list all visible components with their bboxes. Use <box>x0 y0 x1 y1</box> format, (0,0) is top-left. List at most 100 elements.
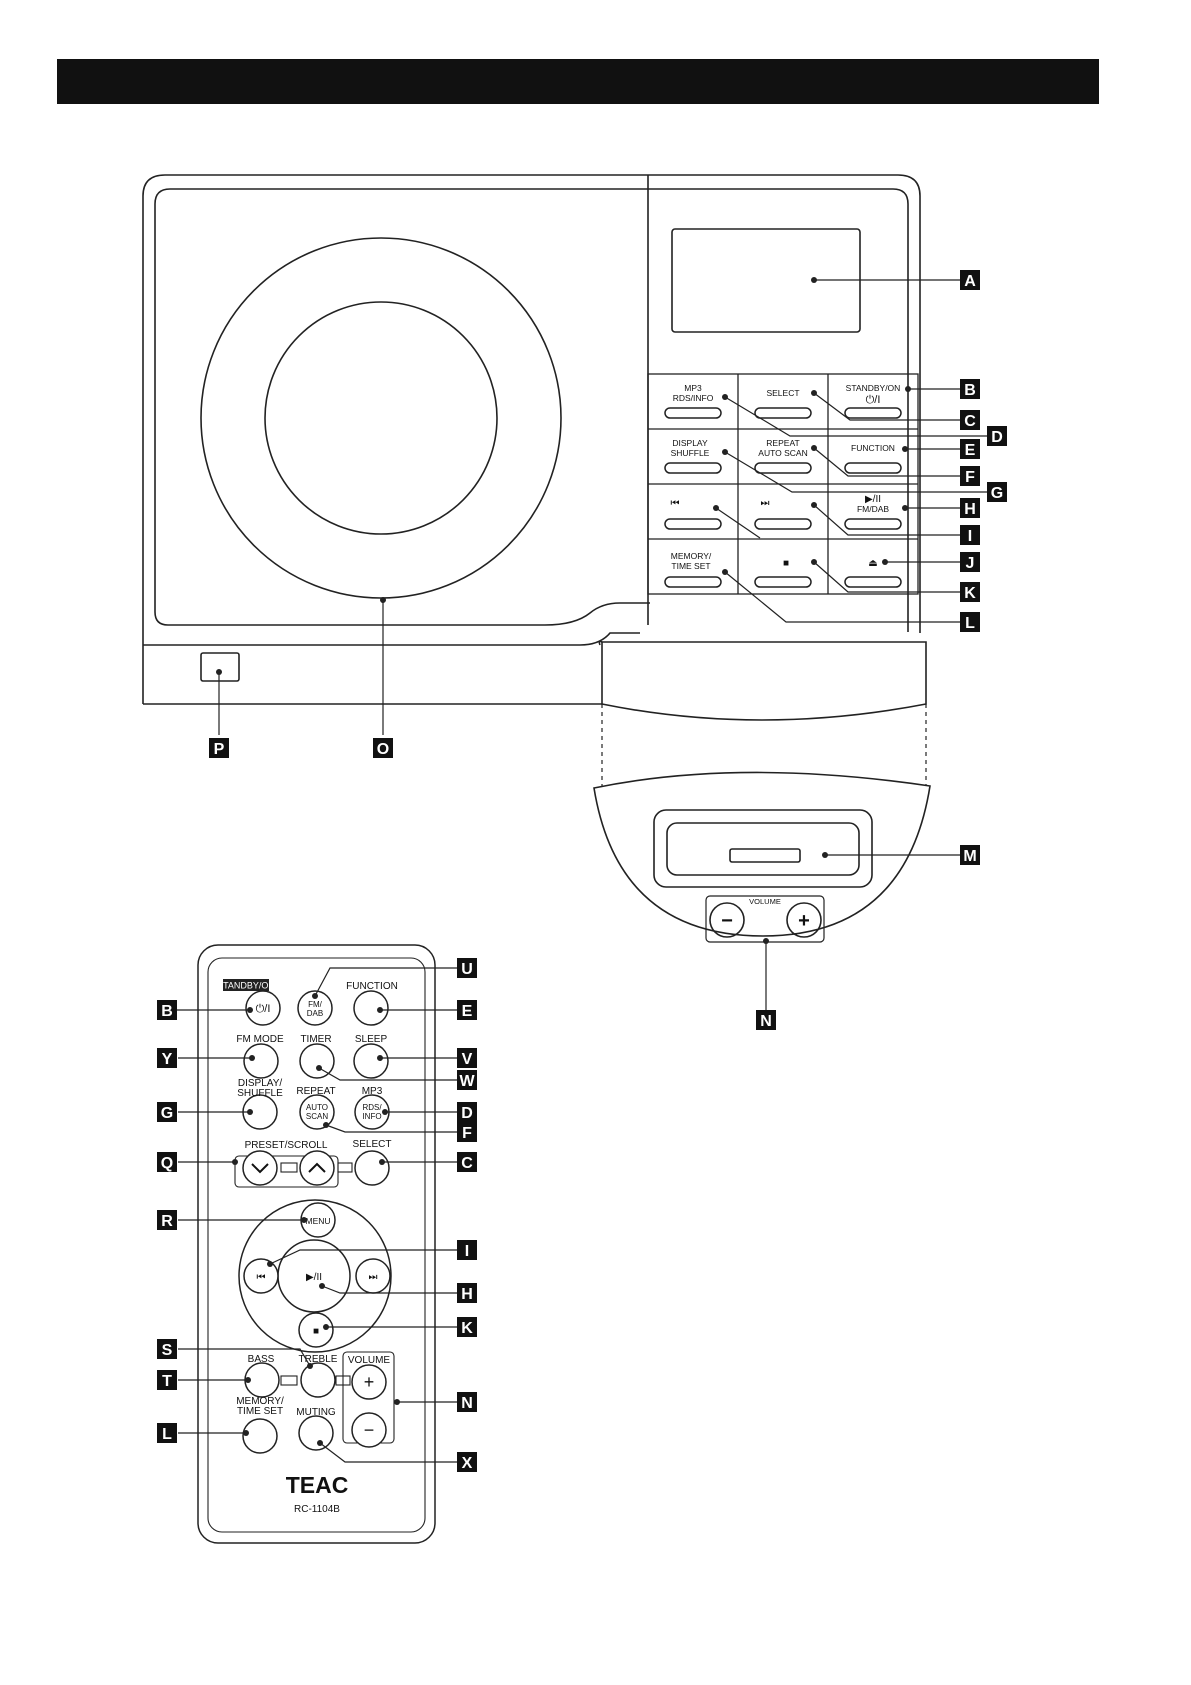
remote-memory-time-set-button[interactable] <box>242 1418 278 1454</box>
remote-muting-label: MUTING <box>296 1407 336 1418</box>
callout-y: Y <box>157 1048 177 1068</box>
remote-vol-plus-button[interactable] <box>351 1364 387 1400</box>
svg-text:SHUFFLE: SHUFFLE <box>671 448 710 458</box>
dock-minus-icon: − <box>721 910 733 932</box>
dock-volume-plus-button[interactable] <box>786 902 822 938</box>
callout-i-remote: I <box>457 1240 477 1260</box>
remote-muting-button[interactable] <box>298 1415 334 1451</box>
remote-prev-button[interactable] <box>243 1258 279 1294</box>
callout-v: V <box>457 1048 477 1068</box>
callout-k: K <box>960 582 980 602</box>
disc-outer-ring <box>200 237 562 599</box>
stop-button[interactable] <box>754 576 812 588</box>
standby-on-button[interactable] <box>844 407 902 419</box>
function-button[interactable] <box>844 462 902 474</box>
remote-power-icon: ⏻/I <box>256 1003 271 1015</box>
eject-icon: ⏏ <box>868 558 877 569</box>
svg-text:I: I <box>465 1243 469 1260</box>
callout-g-remote: G <box>157 1102 177 1122</box>
svg-text:Q: Q <box>161 1155 173 1172</box>
remote-select-button[interactable] <box>354 1150 390 1186</box>
svg-text:F: F <box>965 469 975 486</box>
remote-vol-minus-button[interactable] <box>351 1412 387 1448</box>
callout-g: G <box>987 482 1007 502</box>
function-label: FUNCTION <box>851 443 895 453</box>
callout-e: E <box>960 439 980 459</box>
callout-w: W <box>457 1070 477 1090</box>
svg-text:K: K <box>461 1320 473 1337</box>
svg-text:N: N <box>461 1395 473 1412</box>
svg-text:SCAN: SCAN <box>306 1112 328 1121</box>
svg-text:B: B <box>161 1003 173 1020</box>
callout-k-remote: K <box>457 1317 477 1337</box>
remote-stop-icon: ■ <box>313 1326 319 1337</box>
svg-text:B: B <box>964 382 976 399</box>
repeat-auto-scan-button[interactable] <box>754 462 812 474</box>
dock-volume-minus-button[interactable] <box>709 902 745 938</box>
mp3-rds-info-label: MP3 <box>684 383 702 393</box>
svg-text:D: D <box>991 429 1003 446</box>
display-shuffle-button[interactable] <box>664 462 722 474</box>
unit-outer-outline <box>142 174 921 704</box>
remote-sleep-button[interactable] <box>353 1043 389 1079</box>
callout-l-remote: L <box>157 1423 177 1443</box>
next-button[interactable] <box>754 518 812 530</box>
dock-plus-icon: + <box>798 910 810 932</box>
svg-text:DAB: DAB <box>307 1009 323 1018</box>
mp3-rds-info-button[interactable] <box>664 407 722 419</box>
callout-r: R <box>157 1210 177 1230</box>
standby-on-badge <box>223 979 269 991</box>
ir-sensor <box>200 652 240 682</box>
dock-base <box>593 771 931 937</box>
dock-connector[interactable] <box>729 848 801 863</box>
remote-treble-button[interactable] <box>300 1362 336 1398</box>
svg-text:RDS/: RDS/ <box>362 1103 382 1112</box>
remote-fm-mode-button[interactable] <box>243 1043 279 1079</box>
svg-text:F: F <box>462 1125 472 1142</box>
callout-c-remote: C <box>457 1152 477 1172</box>
header-bar <box>57 59 1099 104</box>
svg-text:AUTO SCAN: AUTO SCAN <box>758 448 807 458</box>
leader-lines <box>177 279 987 1463</box>
svg-text:RDS/INFO: RDS/INFO <box>673 393 714 403</box>
memory-time-set-button[interactable] <box>664 576 722 588</box>
dock-cradle-outer <box>653 809 873 888</box>
eject-button[interactable] <box>844 576 902 588</box>
svg-text:A: A <box>964 273 976 290</box>
svg-text:E: E <box>462 1003 473 1020</box>
remote-stop-button[interactable] <box>298 1312 334 1348</box>
callout-n-remote: N <box>457 1392 477 1412</box>
play-fm-dab-button[interactable] <box>844 518 902 530</box>
memory-time-set-label: MEMORY/ <box>671 551 712 561</box>
callout-b: B <box>960 379 980 399</box>
svg-text:FM/DAB: FM/DAB <box>857 504 889 514</box>
callout-j: J <box>960 552 980 572</box>
ipod-dock <box>593 640 931 943</box>
callout-p: P <box>209 738 229 758</box>
disc-inner-ring <box>264 301 498 535</box>
prev-button[interactable] <box>664 518 722 530</box>
chevron-up-icon <box>308 1162 326 1173</box>
remote-mp3-label: MP3 <box>362 1086 383 1097</box>
next-icon: ⏭ <box>761 498 770 509</box>
select-button[interactable] <box>754 407 812 419</box>
remote-function-button[interactable] <box>353 990 389 1026</box>
remote-timer-button[interactable] <box>299 1043 335 1079</box>
callout-h-remote: H <box>457 1283 477 1303</box>
stop-icon: ■ <box>783 558 789 569</box>
remote-preset-scroll-label: PRESET/SCROLL <box>245 1140 328 1151</box>
remote-next-icon: ⏭ <box>369 1272 378 1283</box>
remote-dpad-ring <box>238 1199 392 1353</box>
callout-m: M <box>960 845 980 865</box>
remote-preset-down-button[interactable] <box>242 1150 278 1186</box>
display-shuffle-label: DISPLAY <box>672 438 708 448</box>
callouts: A B C D E F G H I J K L M N O P B U E Y … <box>157 270 1007 1472</box>
callout-d: D <box>987 426 1007 446</box>
callout-f-remote: F <box>457 1122 477 1142</box>
remote-body <box>197 944 436 1544</box>
remote-auto-scan-button[interactable] <box>299 1094 335 1130</box>
remote-fm-dab-button[interactable] <box>297 990 333 1026</box>
remote-inner <box>207 957 426 1533</box>
svg-text:S: S <box>162 1342 173 1359</box>
remote-preset-up-button[interactable] <box>299 1150 335 1186</box>
